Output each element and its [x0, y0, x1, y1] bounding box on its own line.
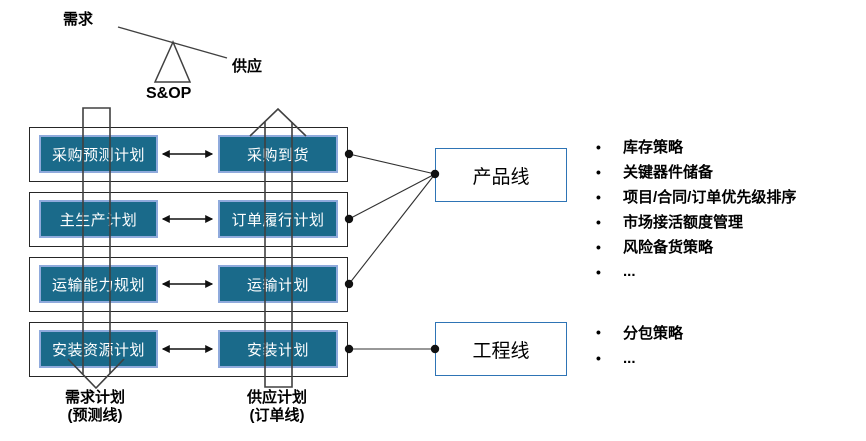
demand-flow-subtitle: (预测线) — [67, 407, 123, 424]
box-master-production-plan: 主生产计划 — [39, 200, 158, 238]
bullet-item: •... — [596, 259, 796, 284]
bullet-dot: • — [596, 263, 601, 280]
box-purchase-forecast-plan: 采购预测计划 — [39, 135, 158, 173]
bullet-item: • 风险备货策略 — [596, 234, 796, 259]
bullet-dot: • — [596, 213, 601, 230]
bullet-dot: • — [596, 188, 601, 205]
supply-flow-title: 供应计划 — [246, 389, 307, 406]
bullet-text: 关键器件储备 — [623, 164, 714, 181]
box-installation-plan: 安装计划 — [218, 330, 338, 368]
connector-row3-product-line — [348, 173, 436, 285]
bullet-item: • 项目/合同/订单优先级排序 — [596, 184, 796, 209]
connector-row1-product-line — [348, 153, 436, 175]
bullet-dot: • — [596, 138, 601, 155]
supply-label: 供应 — [232, 58, 263, 75]
bullet-item: •... — [596, 345, 683, 371]
bullet-text: 分包策略 — [623, 324, 684, 342]
box-purchase-arrival: 采购到货 — [218, 135, 338, 173]
bullet-dot: • — [596, 350, 601, 366]
bullet-text: 库存策略 — [623, 139, 684, 156]
demand-label: 需求 — [63, 11, 94, 28]
product-line-bullets: • 库存策略 • 关键器件储备 • 项目/合同/订单优先级排序 • 市场接活额度管理 •… — [596, 134, 796, 284]
plan-row-procurement: 采购预测计划 采购到货 — [29, 127, 348, 182]
bullet-item: • 市场接活额度管理 — [596, 209, 796, 234]
plan-row-transport: 运输能力规划 运输计划 — [29, 257, 348, 312]
bullet-text: 市场接活额度管理 — [623, 214, 744, 231]
bullet-text: ... — [623, 349, 636, 367]
bullet-dot: • — [596, 238, 601, 255]
supply-flow-subtitle: (订单线) — [249, 407, 305, 424]
sop-label: S&OP — [146, 85, 192, 102]
plan-row-production: 主生产计划 订单履行计划 — [29, 192, 348, 247]
bullet-item: • 关键器件储备 — [596, 159, 796, 184]
bullet-item: • 分包策略 — [596, 319, 683, 345]
bullet-dot: • — [596, 324, 601, 340]
box-order-fulfillment-plan: 订单履行计划 — [218, 200, 338, 238]
product-line-box: 产品线 — [435, 148, 567, 202]
bullet-item: • 库存策略 — [596, 134, 796, 159]
engineering-line-bullets: • 分包策略 •... — [596, 319, 683, 371]
bullet-dot: • — [596, 163, 601, 180]
engineering-line-box: 工程线 — [435, 322, 567, 376]
bullet-text: 风险备货策略 — [623, 239, 714, 256]
box-installation-resource-plan: 安装资源计划 — [39, 330, 158, 368]
connector-row2-product-line — [348, 173, 436, 220]
balance-beam-line — [117, 26, 228, 59]
bullet-text: ... — [623, 263, 636, 280]
fulcrum-triangle — [153, 40, 192, 83]
box-transport-capacity-plan: 运输能力规划 — [39, 265, 158, 303]
demand-flow-title: 需求计划 — [64, 389, 125, 406]
supply-flow-label: 供应计划 (订单线) — [222, 389, 332, 425]
plan-row-installation: 安装资源计划 安装计划 — [29, 322, 348, 377]
demand-flow-label: 需求计划 (预测线) — [40, 389, 150, 425]
box-transport-plan: 运输计划 — [218, 265, 338, 303]
bullet-text: 项目/合同/订单优先级排序 — [623, 189, 797, 206]
